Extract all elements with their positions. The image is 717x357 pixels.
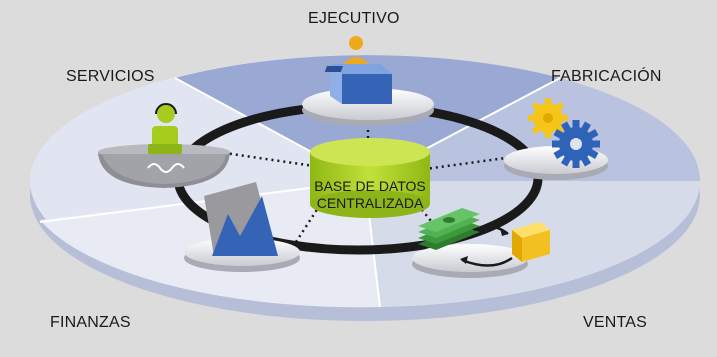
gears-icon — [504, 98, 608, 180]
support-agent-headset-icon — [98, 103, 230, 188]
executive-at-desk-icon — [302, 36, 434, 126]
label-finanzas: FINANZAS — [50, 314, 131, 331]
label-servicios: SERVICIOS — [66, 68, 155, 85]
database-cylinder-icon — [310, 138, 430, 218]
label-ventas: VENTAS — [583, 314, 648, 331]
money-and-product-exchange-icon — [412, 208, 550, 278]
chart-graph-icon — [184, 182, 300, 272]
label-database-line1: BASE DE DATOS — [314, 178, 426, 194]
label-ejecutivo: EJECUTIVO — [308, 10, 400, 27]
label-database-line2: CENTRALIZADA — [316, 195, 424, 211]
label-fabricacion: FABRICACIÓN — [551, 68, 662, 85]
label-database: BASE DE DATOS CENTRALIZADA — [290, 178, 450, 212]
